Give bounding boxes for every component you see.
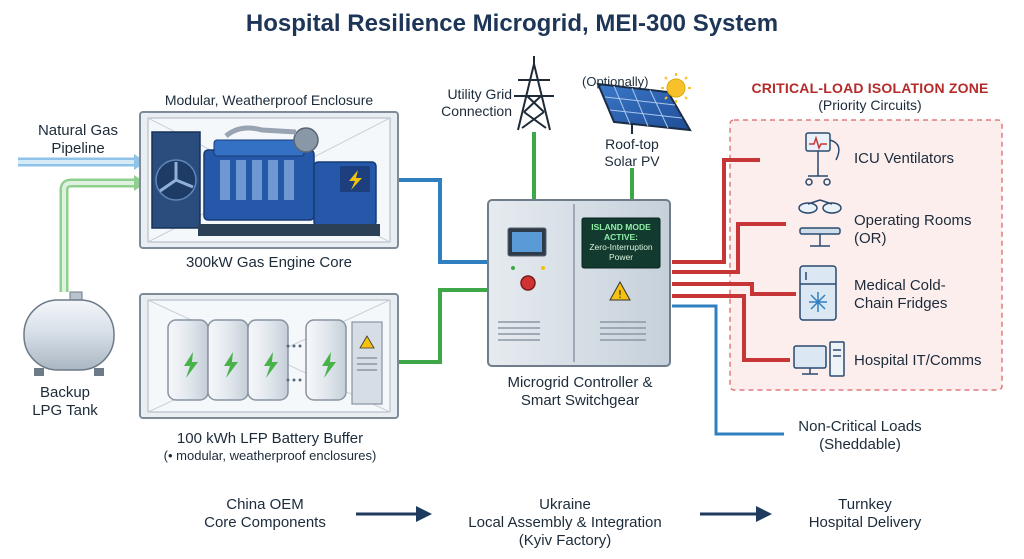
supply-step-delivery-line-2: Hospital Delivery <box>808 514 922 531</box>
island-mode-line-2: ACTIVE: <box>604 232 638 242</box>
load-label-fridge: Medical Cold- Chain Fridges <box>854 277 1002 313</box>
fridge-icon <box>799 265 837 321</box>
utility-grid-line-1: Utility Grid <box>447 86 512 102</box>
supply-step-china-line-2: Core Components <box>204 514 326 531</box>
natural-gas-label-line-1: Natural Gas <box>37 122 119 139</box>
natural-gas-label: Natural Gas Pipeline <box>18 122 138 158</box>
engine-label: 300kW Gas Engine Core <box>186 254 352 271</box>
critical-zone-subtitle: (Priority Circuits) <box>818 97 922 113</box>
load-label-or: Operating Rooms (OR) <box>854 212 1002 248</box>
solar-label-line-1: Roof-top <box>605 136 659 152</box>
battery-feed-line <box>398 288 490 364</box>
supply-chain-arrow-2 <box>700 506 772 522</box>
operating-lamp-icon <box>798 199 842 247</box>
solar-optional-note: (Optionally) <box>582 74 649 89</box>
island-mode-screen: ISLAND MODE ACTIVE: Zero-Interruption Po… <box>582 222 660 262</box>
svg-text:!: ! <box>618 288 622 301</box>
natural-gas-label-line-2: Pipeline <box>51 140 105 157</box>
microgrid-controller-cabinet: ! <box>487 199 671 367</box>
lpg-label-line-2: LPG Tank <box>32 402 98 419</box>
battery-sublabel: (• modular, weatherproof enclosures) <box>163 448 377 463</box>
supply-step-china-line-1: China OEM <box>226 496 304 513</box>
supply-step-ukraine-line-1: Ukraine <box>539 496 591 513</box>
lpg-tank-icon <box>23 291 115 376</box>
solar-label-line-2: Solar PV <box>604 153 660 169</box>
battery-container <box>139 293 399 419</box>
supply-step-delivery-line-1: Turnkey <box>838 496 892 513</box>
lpg-tank-label: Backup LPG Tank <box>10 384 120 420</box>
enclosure-label: Modular, Weatherproof Enclosure <box>164 92 374 108</box>
battery-cell-icon <box>207 319 249 401</box>
battery-cell-icon <box>305 319 347 401</box>
noncritical-line-2: (Sheddable) <box>819 436 901 453</box>
emergency-stop-icon <box>520 275 536 291</box>
critical-zone-title: CRITICAL-LOAD ISOLATION ZONE <box>751 80 989 96</box>
load-label-fridge-line-1: Medical Cold- <box>854 277 946 294</box>
supply-step-ukraine: Ukraine Local Assembly & Integration (Ky… <box>440 496 690 550</box>
island-mode-line-1: ISLAND MODE <box>591 222 651 232</box>
noncritical-line <box>672 304 784 436</box>
critical-feed-lines <box>672 158 796 362</box>
lpg-label-line-1: Backup <box>39 384 91 401</box>
supply-chain-arrow-1 <box>356 506 432 522</box>
ventilator-icon <box>805 132 840 186</box>
computer-icon <box>793 341 845 377</box>
island-mode-line-3: Zero-Interruption <box>589 242 653 252</box>
warning-icon <box>609 280 631 301</box>
utility-grid-label: Utility Grid Connection <box>432 86 512 120</box>
controller-label-line-1: Microgrid Controller & <box>507 374 653 391</box>
supply-step-delivery: Turnkey Hospital Delivery <box>780 496 950 532</box>
load-label-or-line-1: Operating Rooms <box>854 212 972 229</box>
noncritical-line-1: Non-Critical Loads <box>798 418 922 435</box>
load-label-icu: ICU Ventilators <box>854 150 1002 168</box>
island-mode-line-4: Power <box>608 252 634 262</box>
load-label-it: Hospital IT/Comms <box>854 352 1004 370</box>
page-title: Hospital Resilience Microgrid, MEI-300 S… <box>245 10 779 37</box>
supply-step-ukraine-line-2: Local Assembly & Integration <box>468 514 662 531</box>
battery-cell-icon <box>247 319 289 401</box>
controller-label-line-2: Smart Switchgear <box>520 392 640 409</box>
load-label-or-line-2: (OR) <box>854 230 887 247</box>
sun-icon <box>661 73 691 103</box>
engine-container <box>139 111 399 249</box>
supply-step-ukraine-line-3: (Kyiv Factory) <box>518 532 612 549</box>
lpg-pipe <box>59 175 146 292</box>
utility-grid-line-2: Connection <box>441 103 512 119</box>
load-label-it-line-1: Hospital IT/Comms <box>854 352 982 369</box>
controller-label: Microgrid Controller & Smart Switchgear <box>470 374 690 410</box>
warning-icon <box>359 335 375 349</box>
load-label-fridge-line-2: Chain Fridges <box>854 295 948 312</box>
battery-label: 100 kWh LFP Battery Buffer <box>176 430 364 447</box>
utility-pylon-icon <box>514 56 554 131</box>
load-label-icu-line-1: ICU Ventilators <box>854 150 955 167</box>
engine-feed-line <box>398 178 490 264</box>
noncritical-label: Non-Critical Loads (Sheddable) <box>780 418 940 454</box>
supply-step-china: China OEM Core Components <box>180 496 350 532</box>
battery-cell-icon <box>167 319 209 401</box>
critical-zone-box <box>729 119 1003 391</box>
solar-panel-icon <box>596 82 692 134</box>
solar-label: Roof-top Solar PV <box>582 136 682 170</box>
